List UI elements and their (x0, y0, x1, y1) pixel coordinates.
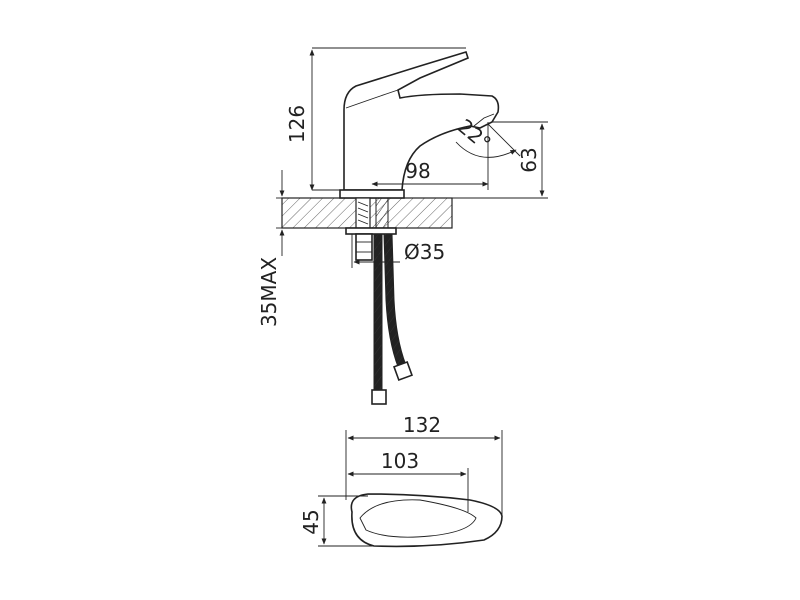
base-flange (339, 189, 405, 199)
stud-thread (357, 213, 369, 219)
angle-ray (487, 123, 521, 157)
hose-right-braid (384, 233, 406, 368)
dim-label-126: 126 (285, 105, 309, 143)
fixing-washer (345, 227, 397, 235)
dim-label-45: 45 (299, 509, 323, 534)
dim-label-dia35: Ø35 (404, 240, 445, 264)
dim-label-103: 103 (381, 449, 419, 473)
fixing-nut (355, 233, 373, 261)
dim-label-63: 63 (517, 147, 541, 172)
lever-edge (345, 89, 399, 109)
hose-inlet (375, 197, 389, 229)
hose-fitting-left (371, 389, 387, 405)
dim-label-98: 98 (405, 159, 430, 183)
top-view-lever (359, 499, 477, 538)
stud-thread (357, 207, 369, 213)
dim-label-132: 132 (403, 413, 441, 437)
stud-thread (357, 201, 369, 207)
hose-fitting-right (393, 361, 413, 381)
faucet-body (343, 51, 500, 191)
stud-thread (357, 219, 369, 225)
top-view-body (350, 493, 503, 548)
top-view: 132 103 45 (299, 413, 503, 548)
spout-aerator (473, 113, 495, 127)
dim-label-35max: 35MAX (257, 257, 281, 327)
angle-arc-22 (455, 141, 517, 158)
side-view: 126 98 63 22° Ø35 35MAX (257, 47, 548, 405)
